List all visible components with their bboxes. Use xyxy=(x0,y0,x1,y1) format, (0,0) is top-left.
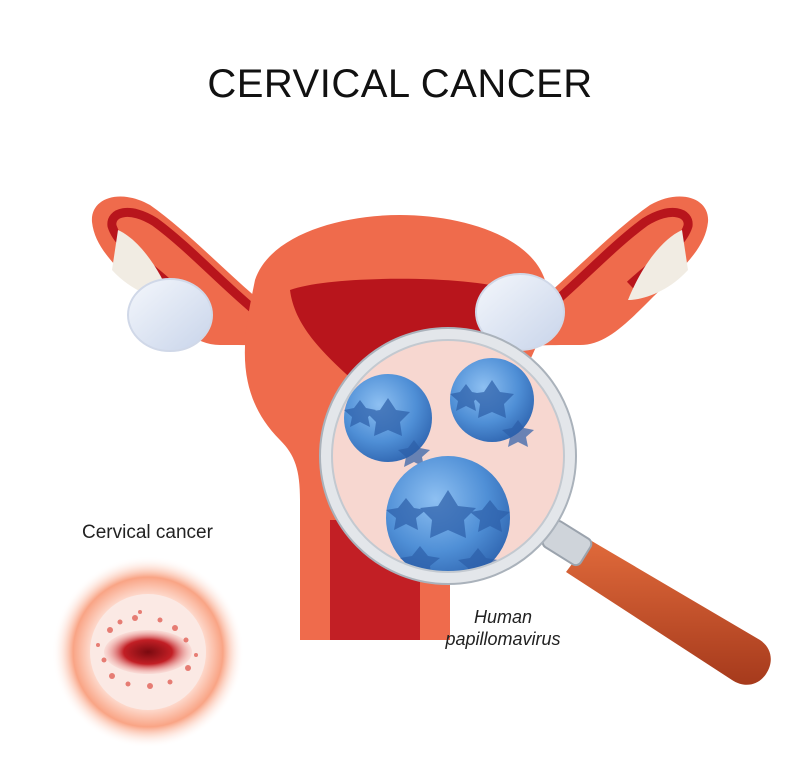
cervical-lesion xyxy=(52,556,244,748)
magnifying-glass xyxy=(319,327,771,685)
left-ovary xyxy=(127,278,213,352)
hpv-virus-particle xyxy=(450,358,534,447)
cervical-cancer-label: Cervical cancer xyxy=(82,522,213,543)
magnifier-handle xyxy=(566,540,771,685)
hpv-label-line2: papillomavirus xyxy=(445,629,561,649)
hpv-label-line1: Human xyxy=(473,607,533,627)
diagram-title: CERVICAL CANCER xyxy=(207,62,593,106)
hpv-virus-particle xyxy=(344,374,432,467)
left-fallopian-tube xyxy=(91,196,301,350)
hpv-virus-particle xyxy=(386,456,510,578)
magnifier-rim xyxy=(320,328,576,584)
hpv-label: Human papillomavirus xyxy=(418,606,588,650)
